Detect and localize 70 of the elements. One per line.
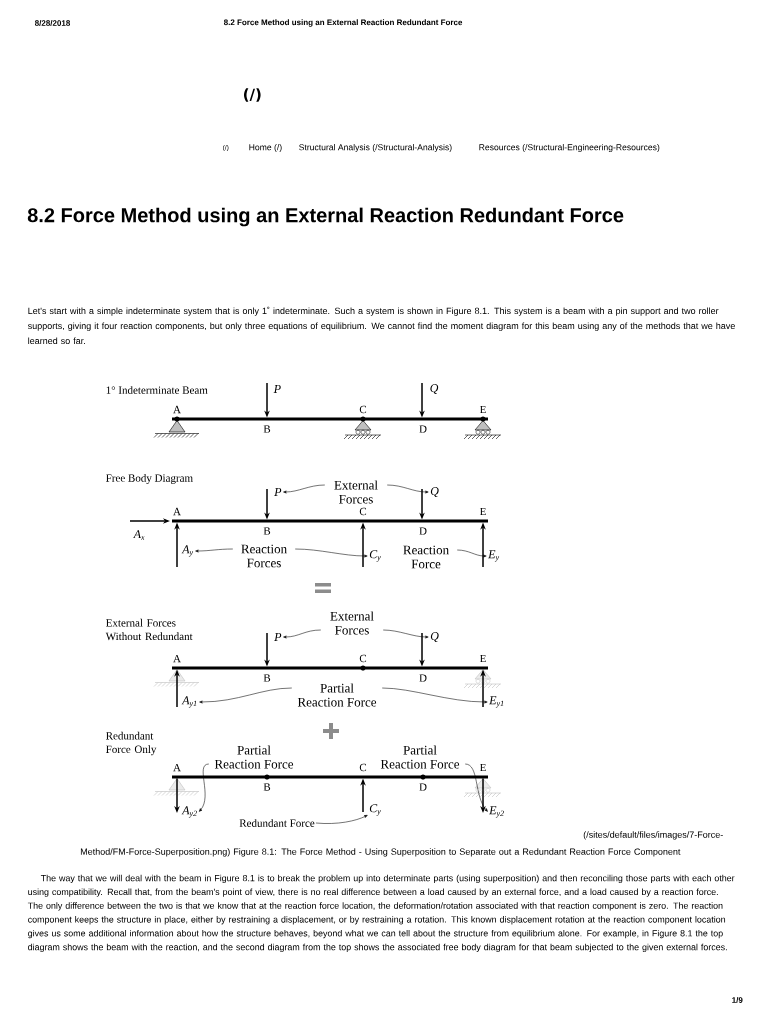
nav-link: Home (/) [249,144,282,152]
force-label: P [274,488,282,496]
point-label: B [263,527,271,535]
point-label: A [173,405,181,414]
point-label: C [359,763,367,772]
point-label: E [479,654,486,663]
point-label: A [173,507,181,516]
date-label: 8/28/2018 [34,20,71,26]
heading: 8.2 Force Method using an External Reaction Redundant Force [27,207,624,227]
nav-link: Resources (/Structural-Engineering-Resources) [479,144,660,152]
force-label: P [274,633,282,641]
callout-text: Reaction Forces [241,544,287,568]
leader-line [199,687,293,704]
point-label: A [173,763,181,772]
force-label: P [273,385,281,393]
panel-label: Redundant Force Only [106,731,157,756]
point-label: B [263,425,271,433]
force-label: E$_{y2}$ [489,806,504,818]
point-label: B [263,783,271,791]
leader-line [199,763,210,812]
callout-text: Reaction Force [403,545,449,569]
point-label: D [419,425,427,433]
nav-link: Structural Analysis (/Structural-Analysis) [299,144,452,152]
callout-text: External Forces [330,611,374,635]
leader-line [456,549,487,558]
point-label: C [359,507,367,516]
callout-text: Partial Reaction Force [380,745,460,769]
force-label: E$_{y1}$ [489,696,504,708]
leader-line [381,687,488,704]
force-label: C$_{y}$ [369,550,381,562]
force-label: C$_{y}$ [369,804,381,816]
force-label: A$_{y2}$ [181,806,197,818]
paragraph: The way that we will deal with the beam in Figure 8.1 is to break the problem up into determinate parts (using superposition) and then reconciling those parts with each other using compatibility. Recall that, from the beam's point of view, there is no real difference between a load caused by an external force, and a load caused by a reaction force. The only difference between the two is that we know that at the reaction force location, the deformation/rotation associated with that reaction component is zero. The reaction component keeps the structure in place, either by restraining a displacement, or by restraining a rotation. This known displacement rotation at the reaction component location gives us some additional information about how the structure behaves, beyond what we can tell about the structure from equilibrium alone. For example, in Figure 8.1 the top diagram shows the beam with the reaction, and the second diagram from the top shows the associated free body diagram for that beam subjected to the given external forces. [27,874,735,952]
point-label: C [359,654,367,663]
point-label: D [419,527,427,535]
leader-line [315,815,368,824]
point-label: B [263,674,271,682]
point-label: D [419,783,427,791]
leader-line [382,629,429,639]
callout-text: Redundant Force [239,819,315,827]
callout-text: Partial Reaction Force [297,683,377,707]
point-label: D [419,674,427,682]
leader-line [283,629,322,639]
force-label: E$_{y}$ [488,550,500,562]
panel-label: Free Body Diagram [106,474,193,484]
force-label: Q [430,487,439,497]
callout-text: Partial Reaction Force [214,745,294,769]
page-number: 1/9 [732,997,743,1003]
point-label: E [479,507,486,516]
panel-label: External Forces Without Redundant [105,618,193,641]
callout-text: External Forces [334,480,378,504]
leader-line [294,548,368,558]
paragraph: Let's start with a simple indeterminate system that is only 1˚ indeterminate. Such a system is shown in Figure 8.1. This system is a beam with a pin support and two roller supports, giving it four reaction components, but only three equations of equilibrium. We cannot find the moment diagram for this beam using any of the methods that we have learned so far. [27,306,735,345]
point-label: C [359,405,367,414]
leader-line [386,484,429,494]
leader-line [283,484,326,494]
force-label: A$_{x}$ [133,530,145,540]
caption: (/sites/default/files/images/7-Force-Method/FM-Force-Superposition.png) Figure 8.1: The Force Method - Using Superposition to Separate out a Redundant Reaction Force Component [80,831,723,857]
point-label: A [173,654,181,663]
panel-label: 1° Indeterminate Beam [106,386,208,394]
force-label: A$_{y1}$ [181,696,197,708]
point-label: E [479,405,486,414]
force-label: A$_{y}$ [181,545,194,557]
leader-line [464,763,488,812]
force-label: Q [430,632,439,642]
page-title: 8.2 Force Method using an External Reaction Redundant Force [223,19,463,27]
leader-line [195,548,234,553]
home-link: (/) [244,88,261,102]
force-label: Q [430,384,439,394]
point-label: E [479,763,486,772]
